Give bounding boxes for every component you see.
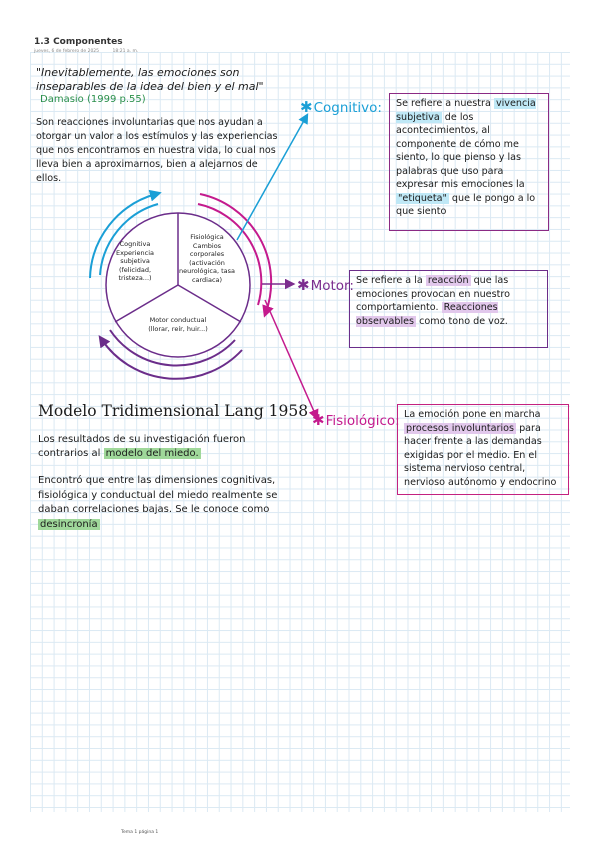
intro-paragraph: Son reacciones involuntarias que nos ayu… — [36, 117, 278, 184]
cognitivo-box: Se refiere a nuestra vivencia subjetiva … — [389, 93, 549, 231]
page-time: 18:21 a. m. — [112, 49, 139, 54]
cycle-motor-text: Motor conductual (llorar, reír, huir...) — [148, 316, 208, 333]
quote-author: Damasio (1999 p.55) — [40, 94, 146, 105]
asterisk-icon: ✱ — [312, 411, 325, 429]
page-title: 1.3 Componentes — [34, 37, 123, 47]
cycle-cognitive-text: Cognitiva Experiencia subjetiva (felicid… — [115, 240, 155, 282]
cycle-diagram — [89, 189, 274, 380]
lang-model-heading: Modelo Tridimensional Lang 1958 — [38, 402, 309, 420]
asterisk-icon: ✱ — [300, 98, 313, 116]
label-cognitivo: ✱Cognitivo: — [300, 98, 382, 116]
label-motor: ✱Motor: — [297, 276, 354, 294]
lang-desynchrony-paragraph: Encontró que entre las dimensiones cogni… — [38, 475, 278, 530]
cycle-physiological-text: Fisiológica Cambios corporales (activaci… — [178, 233, 236, 284]
lang-results-paragraph: Los resultados de su investigación fuero… — [38, 434, 246, 459]
label-fisiologico: ✱Fisiológico: — [312, 411, 400, 429]
page-date: jueves, 6 de febrero de 2025 — [34, 49, 100, 54]
fisiologico-box: La emoción pone en marcha procesos invol… — [397, 404, 569, 495]
asterisk-icon: ✱ — [297, 276, 310, 294]
motor-box: Se refiere a la reacción que las emocion… — [349, 270, 548, 348]
page-meta: jueves, 6 de febrero de 2025 18:21 a. m. — [34, 49, 150, 54]
quote: "Inevitablemente, las emociones son inse… — [36, 66, 264, 93]
page-footer: Tema 1 página 1 — [121, 830, 159, 835]
